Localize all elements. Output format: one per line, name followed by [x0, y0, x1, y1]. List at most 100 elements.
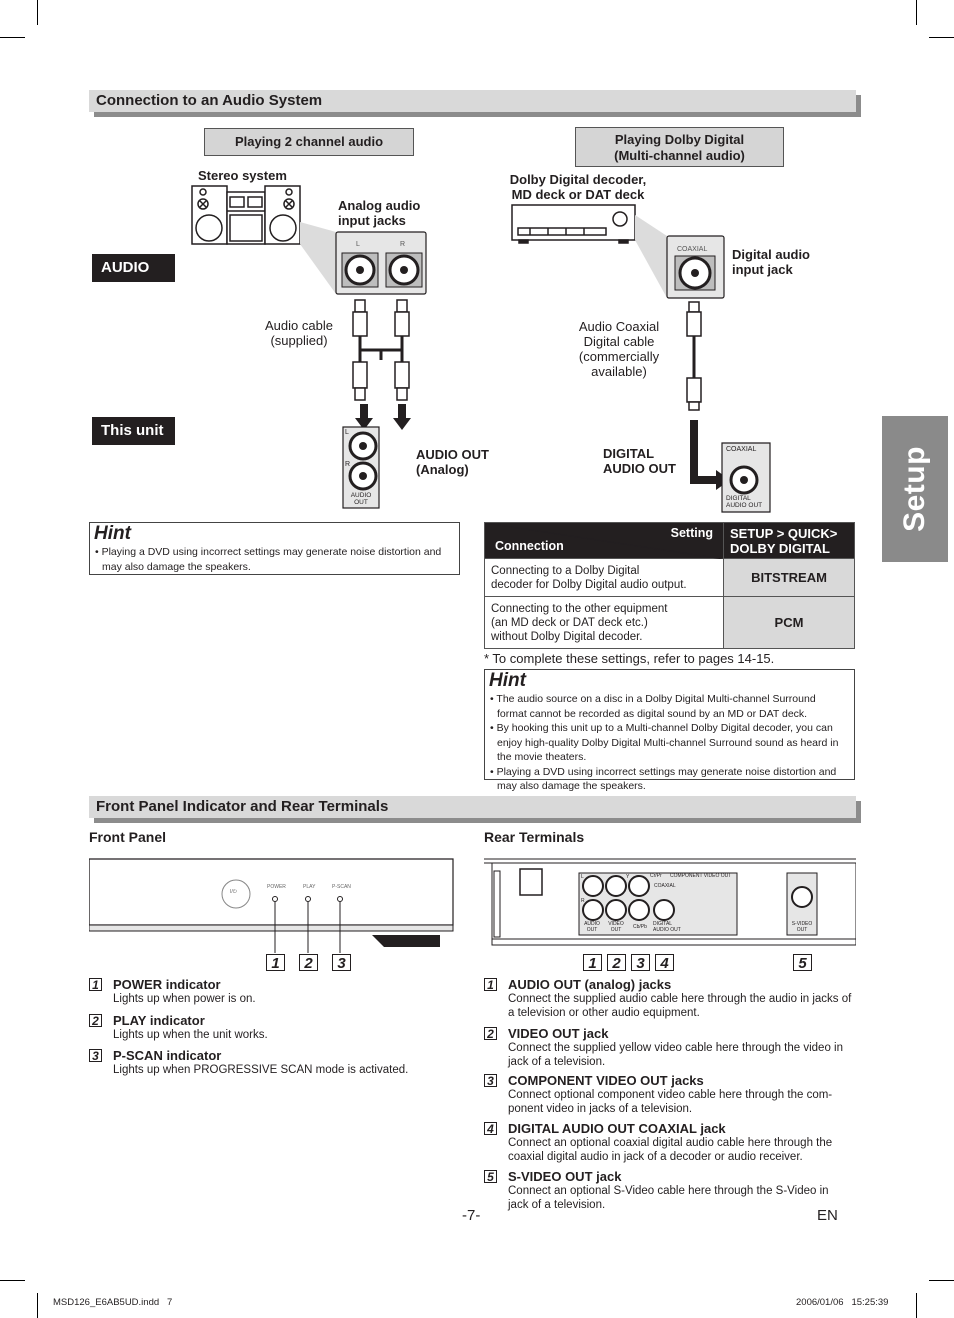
- audio-out-analog-label: AUDIO OUT (Analog): [416, 447, 489, 477]
- callout-number: 4: [655, 954, 674, 972]
- crop-mark: [37, 1293, 38, 1318]
- item-desc: Lights up when power is on.: [113, 993, 256, 1005]
- footer-date: 2006/01/06 15:25:39: [796, 1297, 889, 1308]
- callout-number: 2: [607, 954, 626, 972]
- rear-item-audio-out: 1 AUDIO OUT (analog) jacks Connect the s…: [484, 977, 852, 1020]
- zoom-wedge: [300, 222, 336, 294]
- rear-terminals-heading: Rear Terminals: [484, 829, 585, 845]
- rt-cb-label: Cb/Pb: [633, 924, 647, 930]
- rear-item-component: 3 COMPONENT VIDEO OUT jacks Connect opti…: [484, 1073, 852, 1116]
- unit-audio-out-panel: [342, 426, 380, 509]
- section-heading-panel: Front Panel Indicator and Rear Terminals: [89, 796, 856, 818]
- stereo-system-icon: [191, 185, 301, 245]
- coax-cable-label: Audio Coaxial Digital cable (commerciall…: [578, 319, 660, 379]
- table-row: Connecting to the other equipment (an MD…: [484, 596, 855, 649]
- front-item-play: 2 PLAY indicator Lights up when the unit…: [89, 1013, 459, 1042]
- audio-tag: AUDIO: [92, 254, 175, 282]
- item-number: 1: [89, 978, 102, 992]
- language-label: EN: [817, 1207, 838, 1224]
- table-cell-value: PCM: [723, 596, 855, 649]
- crop-mark: [916, 0, 917, 25]
- crop-mark: [916, 1293, 917, 1318]
- hint-item: By hooking this unit up to a Multi-chann…: [489, 721, 848, 765]
- hint-item: Playing a DVD using incorrect settings m…: [489, 765, 848, 794]
- rt-digital-label: DIGITAL AUDIO OUT: [653, 921, 681, 933]
- item-title: DIGITAL AUDIO OUT COAXIAL jack: [508, 1121, 726, 1136]
- rt-coaxial-label: COAXIAL: [654, 883, 676, 889]
- item-desc: Connect optional component video cable h…: [508, 1089, 833, 1115]
- unit-audio-out-small: AUDIO OUT: [350, 492, 372, 506]
- fp-play-label: PLAY: [303, 884, 316, 890]
- rt-r-label: R: [581, 898, 585, 904]
- rt-component-label: COMPONENT VIDEO OUT: [670, 873, 732, 879]
- item-desc: Lights up when the unit works.: [113, 1029, 268, 1041]
- item-title: P-SCAN indicator: [113, 1048, 222, 1063]
- item-desc: Lights up when PROGRESSIVE SCAN mode is …: [113, 1064, 409, 1076]
- item-number: 3: [484, 1074, 497, 1088]
- item-number: 2: [89, 1014, 102, 1028]
- hint-title: Hint: [489, 670, 526, 691]
- analog-input-label: Analog audio input jacks: [338, 198, 421, 228]
- callout-number: 1: [583, 954, 602, 972]
- digital-audio-out-label: DIGITAL AUDIO OUT: [603, 446, 676, 476]
- table-header-connection: Setting Connection: [484, 522, 724, 559]
- arrow-down-icon: [355, 404, 373, 430]
- item-title: PLAY indicator: [113, 1013, 205, 1028]
- fp-standby-label: I/⏻: [230, 889, 237, 895]
- item-desc: Connect the supplied yellow video cable …: [508, 1042, 843, 1068]
- crop-mark: [0, 37, 25, 38]
- playing-2ch-label: Playing 2 channel audio: [204, 128, 414, 156]
- item-number: 2: [484, 1027, 497, 1041]
- coaxial-cable: [686, 301, 702, 411]
- unit-coaxial-panel: [721, 442, 771, 513]
- unit-coaxial-label: COAXIAL: [726, 446, 757, 453]
- item-number: 3: [89, 1049, 102, 1063]
- crop-mark: [929, 37, 954, 38]
- connection-arrow: [690, 420, 722, 484]
- analog-input-jacks-panel: [335, 231, 427, 295]
- footer-filename: MSD126_E6AB5UD.indd 7: [53, 1297, 173, 1308]
- section-heading-audio: Connection to an Audio System: [89, 90, 856, 112]
- callout-number: 1: [266, 954, 285, 972]
- rear-item-svideo: 5 S-VIDEO OUT jack Connect an optional S…: [484, 1169, 852, 1212]
- hint-item: The audio source on a disc in a Dolby Di…: [489, 692, 848, 721]
- hint-box-right: Hint The audio source on a disc in a Dol…: [484, 669, 855, 792]
- item-title: S-VIDEO OUT jack: [508, 1169, 622, 1184]
- front-panel-drawing: [89, 858, 454, 953]
- playing-dolby-label: Playing Dolby Digital (Multi-channel aud…: [575, 127, 784, 167]
- fp-pscan-label: P-SCAN: [332, 884, 351, 890]
- callout-number: 3: [631, 954, 650, 972]
- zoom-wedge: [635, 215, 667, 298]
- callout-number: 2: [299, 954, 318, 972]
- table-header-value: SETUP > QUICK> DOLBY DIGITAL: [723, 522, 855, 559]
- hint-list: Playing a DVD using incorrect settings m…: [90, 545, 459, 574]
- hint-item: Playing a DVD using incorrect settings m…: [94, 545, 453, 574]
- rt-y-label: Y: [626, 874, 630, 880]
- unit-jack-l-label: L: [345, 429, 349, 436]
- front-item-pscan: 3 P-SCAN indicator Lights up when PROGRE…: [89, 1048, 459, 1077]
- rt-video-out-label: VIDEO OUT: [608, 921, 624, 933]
- rt-cr-label: Cr/Pr: [650, 873, 662, 879]
- item-title: POWER indicator: [113, 977, 221, 992]
- settings-table: Setting Connection SETUP > QUICK> DOLBY …: [484, 522, 855, 649]
- item-title: VIDEO OUT jack: [508, 1026, 609, 1041]
- front-item-power: 1 POWER indicator Lights up when power i…: [89, 977, 459, 1006]
- item-desc: Connect the supplied audio cable here th…: [508, 993, 852, 1019]
- callout-number: 3: [332, 954, 351, 972]
- crop-mark: [0, 1280, 25, 1281]
- crop-mark: [929, 1280, 954, 1281]
- dolby-decoder-label: Dolby Digital decoder, MD deck or DAT de…: [509, 172, 647, 202]
- rt-svideo-label: S-VIDEO OUT: [791, 921, 813, 933]
- item-number: 1: [484, 978, 497, 992]
- table-cell-connection: Connecting to the other equipment (an MD…: [484, 596, 724, 649]
- item-number: 5: [484, 1170, 497, 1184]
- item-title: COMPONENT VIDEO OUT jacks: [508, 1073, 704, 1088]
- table-cell-value: BITSTREAM: [723, 558, 855, 597]
- table-cell-connection: Connecting to a Dolby Digital decoder fo…: [484, 558, 724, 597]
- arrow-down-icon: [393, 404, 411, 430]
- coaxial-small-label: COAXIAL: [677, 246, 708, 253]
- table-row: Connecting to a Dolby Digital decoder fo…: [484, 558, 855, 597]
- stereo-system-label: Stereo system: [198, 168, 287, 183]
- jack-l-label: L: [356, 241, 360, 248]
- crop-mark: [37, 0, 38, 25]
